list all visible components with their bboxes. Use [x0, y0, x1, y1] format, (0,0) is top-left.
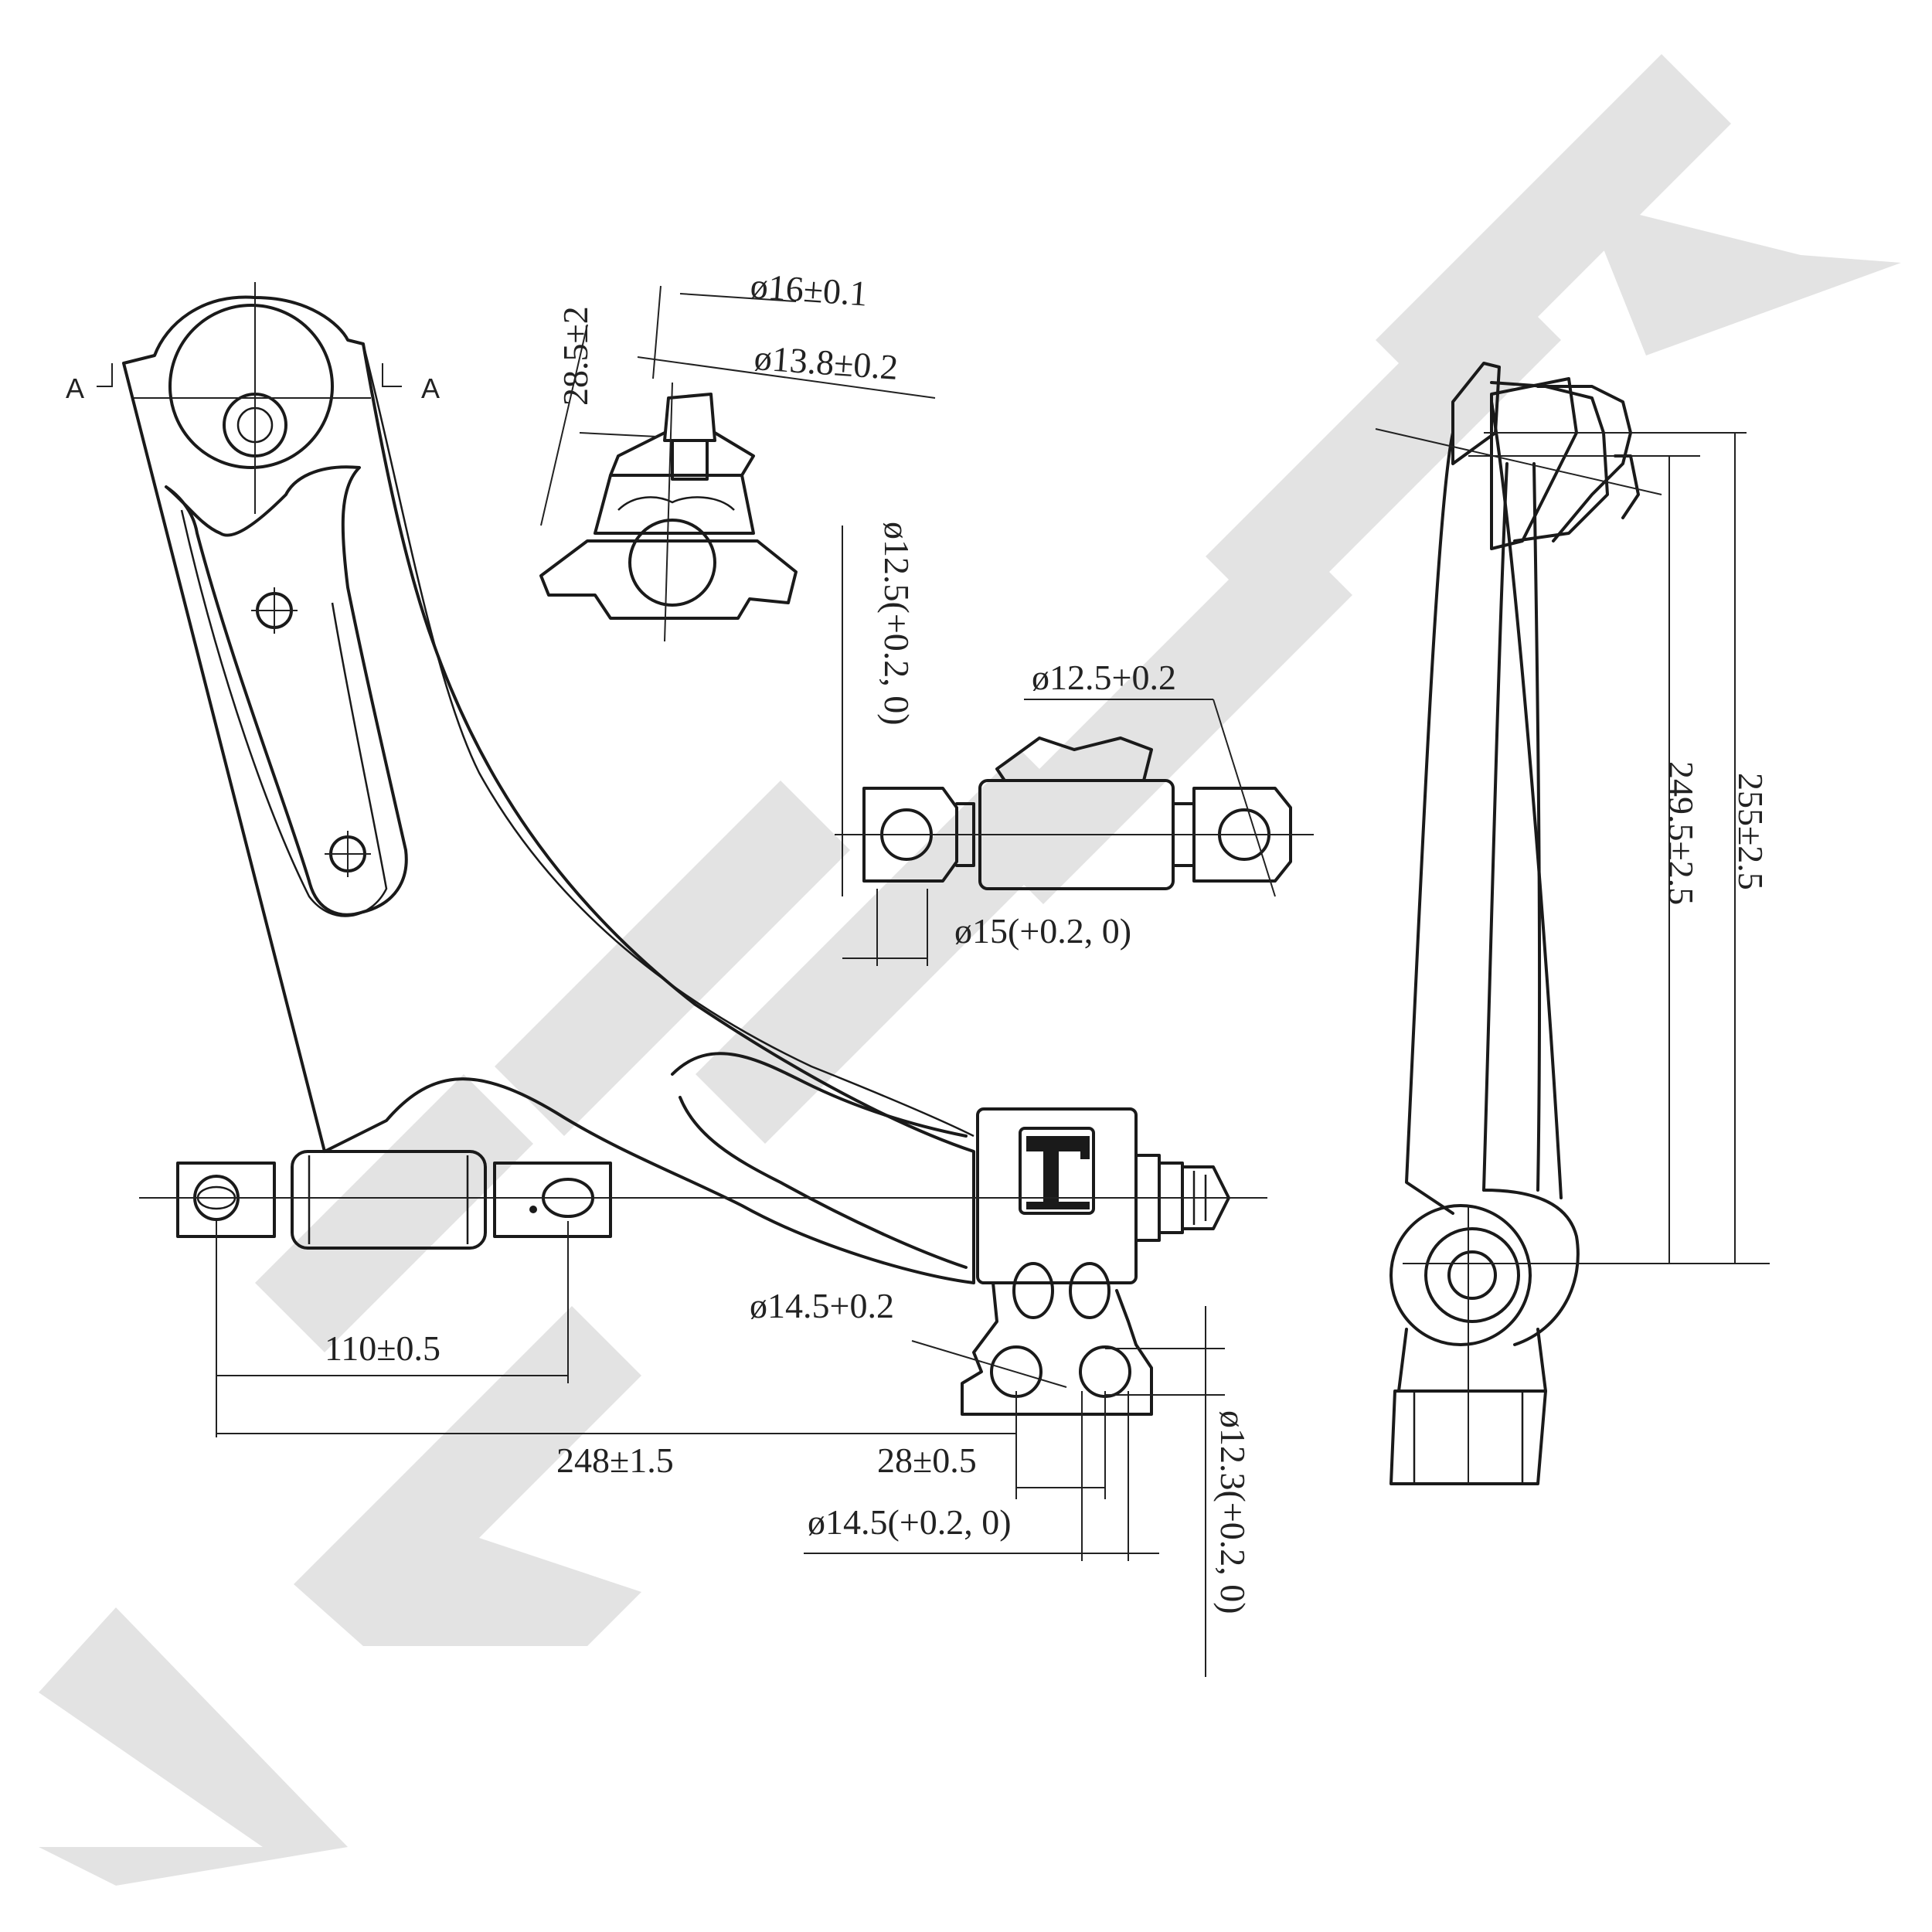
arm-locating-hole-2	[325, 831, 371, 877]
watermark-letter-e	[495, 781, 850, 1136]
control-arm-top-view	[122, 282, 1267, 1416]
dim-ball-pin-top: ø16±0.1	[749, 266, 869, 313]
dim-ball-joint-height: 28.5±2	[556, 306, 595, 406]
dim-bracket-hole-spacing: 28±0.5	[877, 1440, 977, 1480]
dimension-labels: 28.5±2 ø16±0.1 ø13.8±0.2 ø12.5(+0.2, 0) …	[325, 266, 1770, 1614]
control-arm-side-view	[1375, 362, 1770, 1485]
dim-bracket-hole-label: ø14.5+0.2	[750, 1286, 894, 1325]
dim-side-height-inner: 249.5±2.5	[1662, 761, 1701, 905]
rear-bush-detail	[835, 736, 1314, 890]
dim-ball-pin-neck: ø13.8±0.2	[753, 338, 899, 387]
section-mark-left: A	[66, 372, 84, 404]
dim-rear-bush-bolt-hole: ø12.5(+0.2, 0)	[877, 522, 917, 726]
watermark-logo	[39, 54, 1901, 1886]
dim-side-height-outer: 255±2.5	[1731, 773, 1770, 890]
ball-joint-detail	[539, 285, 798, 642]
arm-outline	[122, 295, 975, 1284]
watermark-letter-k-arm	[1584, 201, 1901, 355]
arm-inner-rib	[165, 465, 408, 917]
watermark-letter-z-top	[255, 1074, 533, 1352]
dim-overall-length: 248±1.5	[556, 1440, 674, 1480]
section-mark-right: A	[421, 372, 440, 404]
dim-bracket-hole-diameter: ø14.5(+0.2, 0)	[808, 1502, 1012, 1542]
watermark-letter-t	[974, 526, 1352, 904]
dimension-lines	[216, 293, 1736, 1677]
section-marks: A A	[66, 363, 440, 404]
watermark-chevron-icon	[39, 1607, 348, 1886]
dim-bracket-hole-height: ø12.3(+0.2, 0)	[1213, 1410, 1253, 1614]
dim-rear-bush-outer: ø15(+0.2, 0)	[954, 911, 1131, 951]
watermark-letter-k	[1376, 54, 1731, 410]
ball-joint-eye	[168, 304, 334, 469]
dim-rear-bush-inner: ø12.5+0.2	[1032, 658, 1176, 697]
watermark-letter-z	[294, 1306, 641, 1646]
dim-front-bush-spacing: 110±0.5	[325, 1328, 440, 1368]
arm-locating-hole-1	[251, 587, 298, 634]
